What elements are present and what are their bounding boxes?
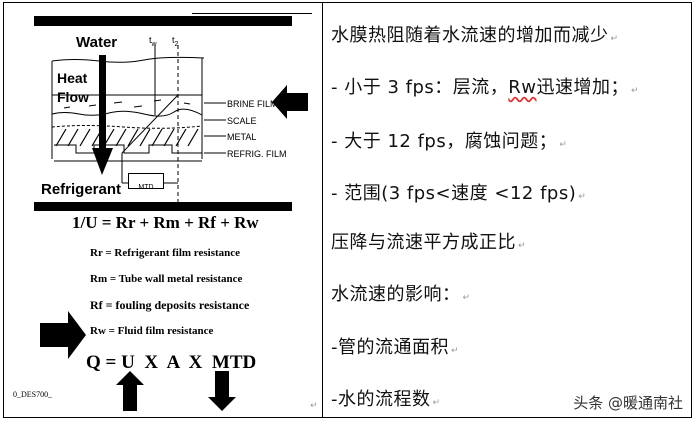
document-table [3, 2, 692, 418]
middle-black-bar [34, 202, 292, 211]
note-line-8: -水的流程数↵ [331, 389, 441, 410]
note-line-6: 水流速的影响：↵ [331, 284, 471, 305]
top-black-bar [34, 16, 292, 26]
top-thin-line [192, 13, 312, 14]
heat-label: Heat [57, 70, 88, 86]
scale-label: SCALE [227, 116, 257, 126]
heat-transfer-formula: Q = U X A X MTD [86, 352, 257, 373]
definition-rr: Rr = Refrigerant film resistance [90, 247, 241, 259]
note-line-5: 压降与流速平方成正比↵ [331, 232, 527, 253]
up-arrow-icon [116, 371, 144, 411]
refrigerant-label: Refrigerant [41, 181, 122, 198]
watermark: 头条 @暖通南社 [573, 394, 683, 412]
note-line-1: 水膜热阻随着水流速的增加而减少↵ [331, 25, 619, 46]
heat-transfer-layers-diagram [51, 45, 308, 203]
tw-label: tw [149, 35, 157, 48]
t2-label: t2 [172, 35, 179, 48]
definition-rm: Rm = Tube wall metal resistance [90, 273, 243, 285]
note-line-2: - 小于 3 fps：层流，Rw迅速增加；↵ [331, 77, 640, 98]
water-label: Water [76, 34, 118, 51]
note-line-7: -管的流通面积↵ [331, 337, 460, 358]
spellcheck-flagged-word[interactable]: Rw [508, 77, 537, 98]
definition-rw: Rw = Fluid film resistance [90, 325, 214, 337]
mtd-box-label: MTD [138, 184, 154, 191]
right-cell-notes: 水膜热阻随着水流速的增加而减少↵ - 小于 3 fps：层流，Rw迅速增加；↵ … [323, 3, 691, 417]
metal-label: METAL [227, 132, 257, 142]
right-arrow-icon [40, 311, 86, 359]
flow-label: Flow [57, 89, 89, 105]
table-column-divider [322, 2, 323, 418]
definition-rf: Rf = fouling deposits resistance [90, 298, 250, 312]
note-line-4: - 范围(3 fps<速度 <12 fps)↵ [331, 183, 587, 204]
paragraph-mark: ↵ [310, 401, 318, 411]
mtd-box: MTD [128, 173, 164, 191]
brine-film-label: BRINE FILM [227, 99, 278, 109]
down-arrow-icon [208, 371, 236, 411]
u-value-equation: 1/U = Rr + Rm + Rf + Rw [72, 213, 259, 232]
note-line-3: - 大于 12 fps，腐蚀问题；↵ [331, 131, 568, 152]
refrig-film-label: REFRIG. FILM [227, 149, 287, 159]
footer-code: 0_DES700_ [13, 390, 53, 399]
left-cell-diagram: Water tw t2 [4, 3, 322, 417]
